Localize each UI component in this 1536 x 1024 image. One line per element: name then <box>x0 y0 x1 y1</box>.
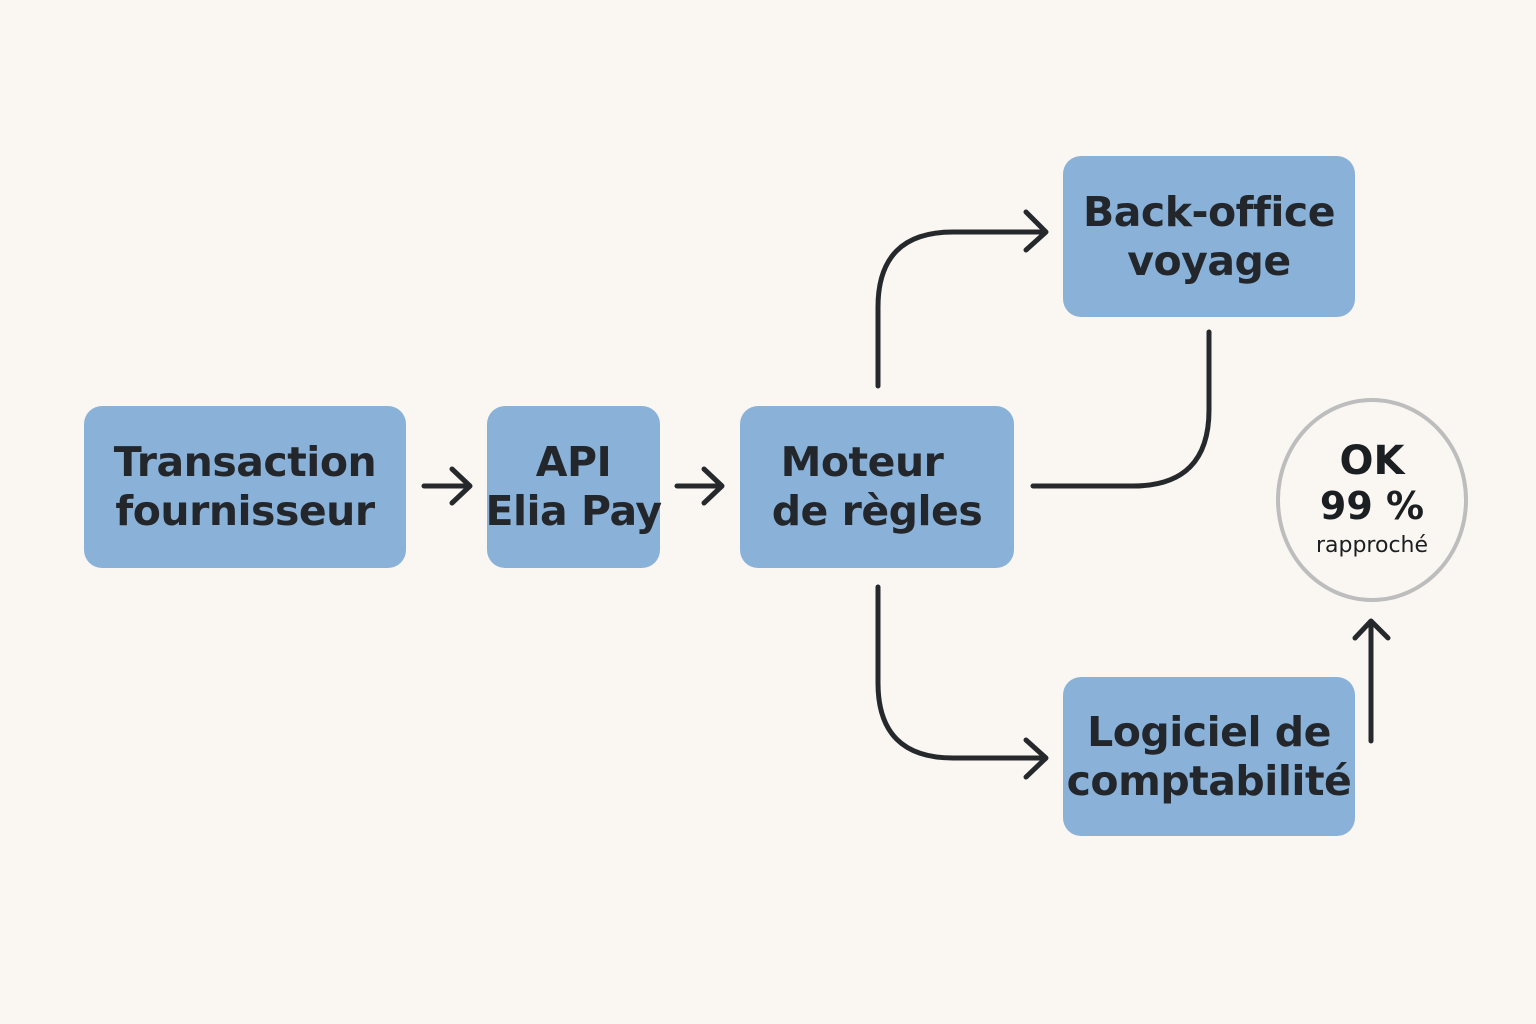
node-label-line2: de règles <box>771 487 983 535</box>
badge-label: rapproché <box>1315 533 1429 558</box>
arrow-api-to-moteur <box>674 466 725 506</box>
node-label-line2: comptabilité <box>1066 756 1352 805</box>
node-transaction-fournisseur: Transaction fournisseur <box>84 406 406 568</box>
arrow-moteur-to-backoffice <box>875 209 1049 389</box>
node-api-elia-pay: API Elia Pay <box>485 406 662 568</box>
node-label-line1: Back-office <box>1082 187 1336 236</box>
node-label-line2: fournisseur <box>115 487 375 535</box>
node-label-line1: API <box>535 438 612 486</box>
node-label-line2: voyage <box>1127 236 1291 285</box>
connector-backoffice-to-moteur <box>1030 329 1212 489</box>
node-moteur-de-regles: Moteur de règles <box>740 406 1014 568</box>
node-label-line1: Moteur <box>780 438 944 486</box>
node-label-line1: Logiciel de <box>1087 707 1331 756</box>
reconciliation-status-badge: OK 99 % rapproché <box>1276 398 1468 602</box>
node-label-line2: Elia Pay <box>485 487 662 535</box>
arrow-logiciel-to-badge <box>1352 618 1391 744</box>
node-back-office-voyage: Back-office voyage <box>1063 156 1355 317</box>
node-label-line1: Transaction <box>113 438 377 486</box>
arrow-transaction-to-api <box>421 466 473 506</box>
badge-status: OK <box>1339 438 1405 484</box>
node-logiciel-de-comptabilite: Logiciel de comptabilité <box>1063 677 1355 836</box>
arrow-moteur-to-logiciel <box>875 584 1049 780</box>
badge-percent: 99 % <box>1319 484 1425 528</box>
